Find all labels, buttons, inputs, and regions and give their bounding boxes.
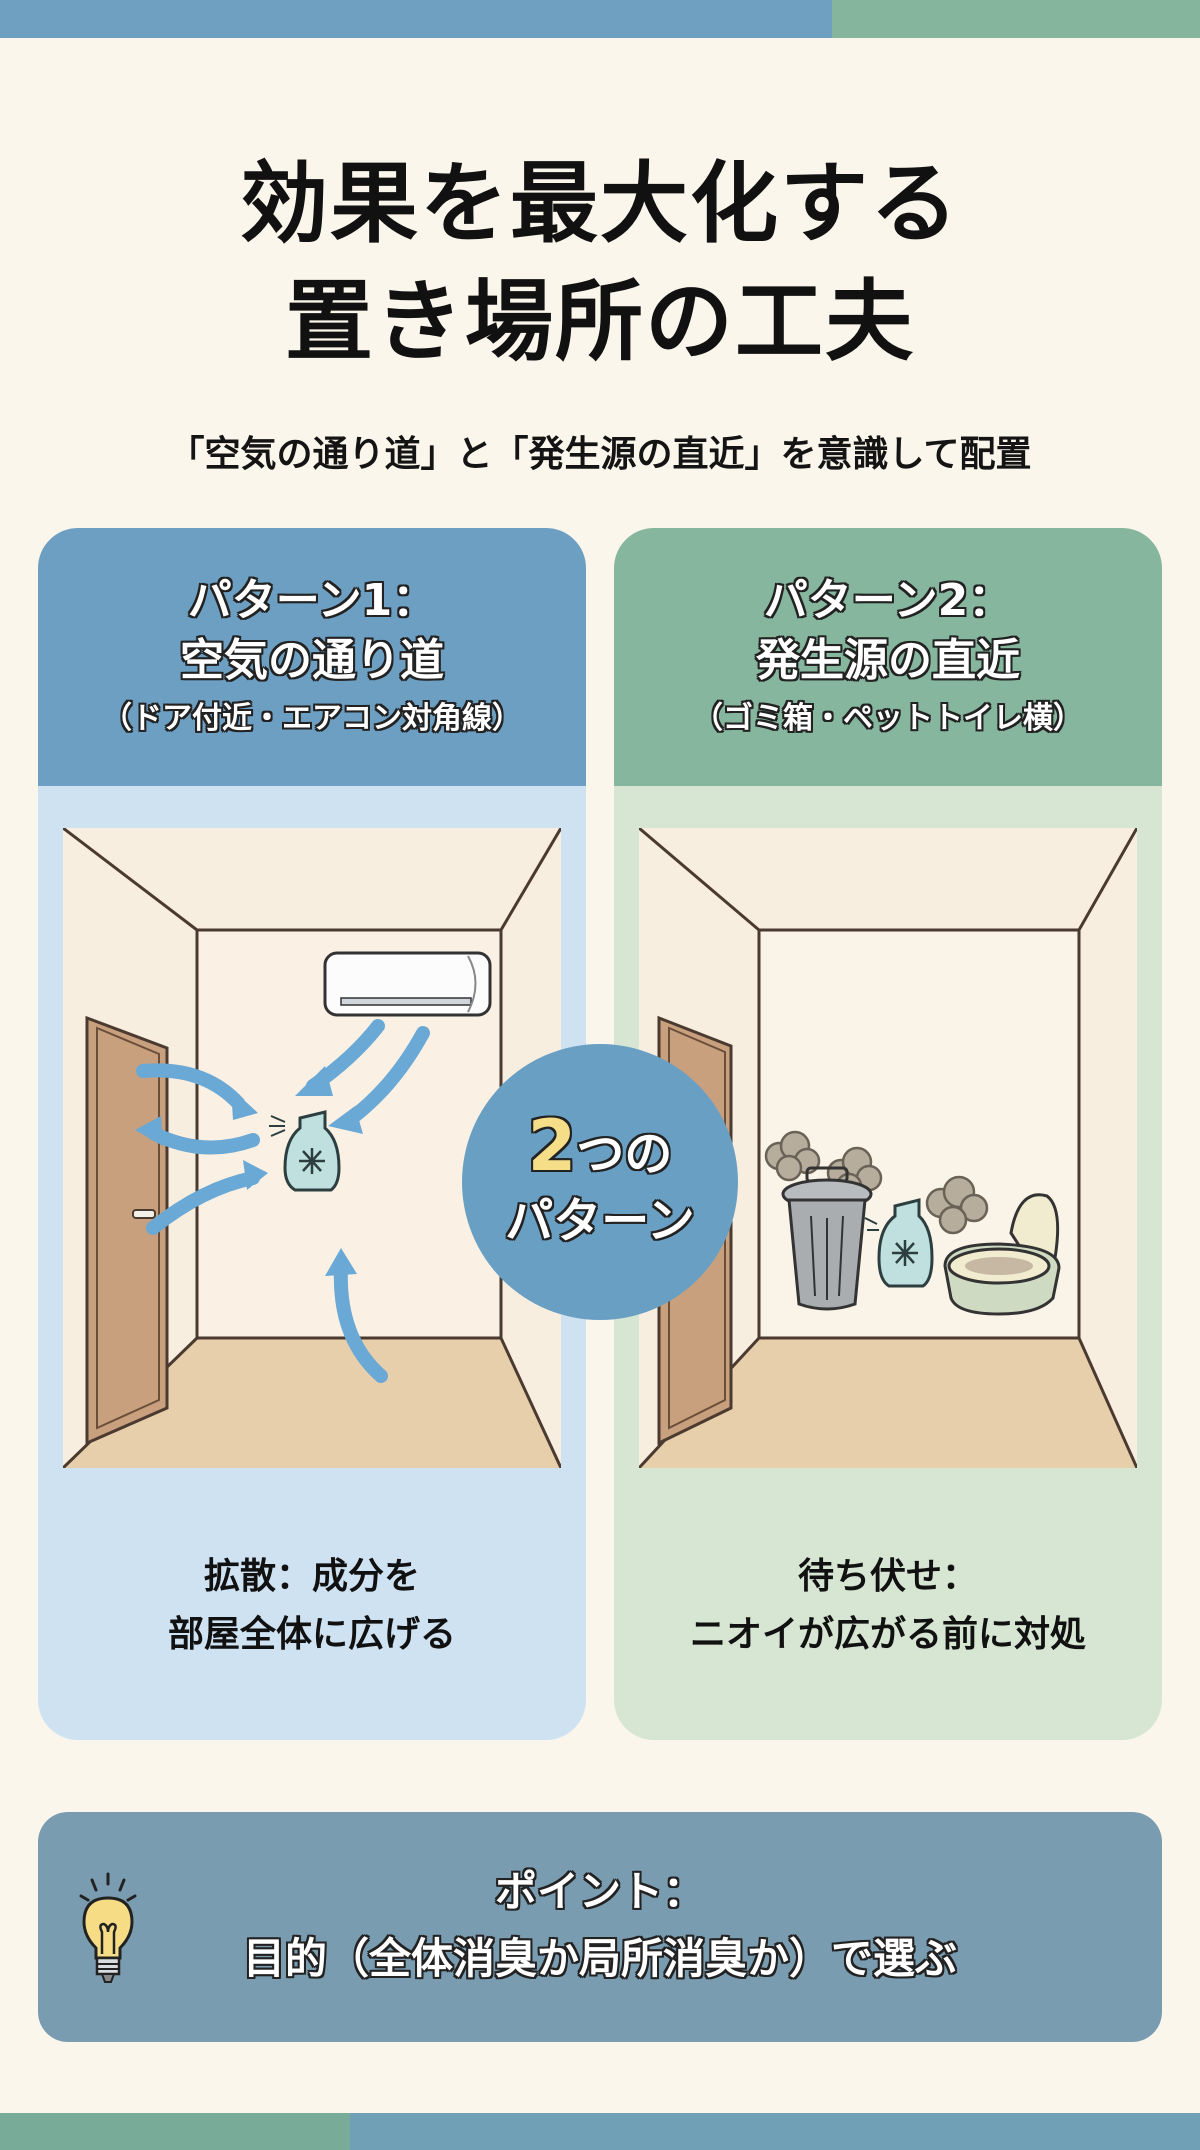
deodorizer-bottle-icon xyxy=(269,1110,341,1192)
air-conditioner-icon xyxy=(323,951,492,1017)
pattern-caption: 待ち伏せ： ニオイが広がる前に対処 xyxy=(614,1548,1162,1664)
lightbulb-icon xyxy=(79,1872,137,1983)
pet-toilet-icon xyxy=(943,1193,1061,1316)
bottom-color-bar xyxy=(0,2113,1200,2150)
deodorizer-bottle-icon xyxy=(864,1198,934,1288)
pattern-detail: （ドア付近・エアコン対角線） xyxy=(102,701,522,736)
point-banner: ポイント： 目的（全体消臭か局所消臭か）で選ぶ xyxy=(38,1812,1162,2042)
pattern-card-header: パターン1： 空気の通り道 （ドア付近・エアコン対角線） xyxy=(38,528,586,786)
pattern-heading: パターン2： xyxy=(763,575,1013,626)
page-subtitle: 「空気の通り道」と「発生源の直近」を意識して配置 xyxy=(168,434,1032,475)
caption-line-1: 拡散：成分を xyxy=(203,1556,420,1597)
point-text: 目的（全体消臭か局所消臭か）で選ぶ xyxy=(242,1934,957,1983)
pattern-heading: パターン1： xyxy=(187,575,437,626)
caption-line-2: ニオイが広がる前に対処 xyxy=(689,1614,1086,1655)
pattern-detail: （ゴミ箱・ペットトイレ横） xyxy=(693,701,1083,736)
badge-number: 2 xyxy=(527,1105,577,1187)
page-title: 効果を最大化する 置き場所の工夫 xyxy=(0,145,1200,381)
title-line-1: 効果を最大化する xyxy=(239,152,960,255)
top-color-bar xyxy=(0,0,1200,38)
airflow-arrows-icon xyxy=(136,1019,430,1383)
badge-label: パターン xyxy=(505,1193,695,1249)
top-bar-green-segment xyxy=(832,0,1200,38)
caption-line-1: 待ち伏せ： xyxy=(797,1556,978,1597)
caption-line-2: 部屋全体に広げる xyxy=(167,1614,456,1655)
point-label: ポイント： xyxy=(494,1867,705,1916)
pattern-name: 空気の通り道 xyxy=(180,635,444,686)
trash-can-icon xyxy=(781,1166,873,1311)
title-line-2: 置き場所の工夫 xyxy=(284,270,915,373)
top-bar-blue-segment xyxy=(0,0,832,38)
bottom-bar-blue-segment xyxy=(350,2113,1200,2150)
pattern-caption: 拡散：成分を 部屋全体に広げる xyxy=(38,1548,586,1664)
pattern-card-header: パターン2： 発生源の直近 （ゴミ箱・ペットトイレ横） xyxy=(614,528,1162,786)
bottom-bar-green-segment xyxy=(0,2113,350,2150)
badge-suffix: つの xyxy=(576,1126,673,1182)
pattern-name: 発生源の直近 xyxy=(756,635,1020,686)
two-patterns-badge: 2つの パターン xyxy=(462,1044,738,1320)
